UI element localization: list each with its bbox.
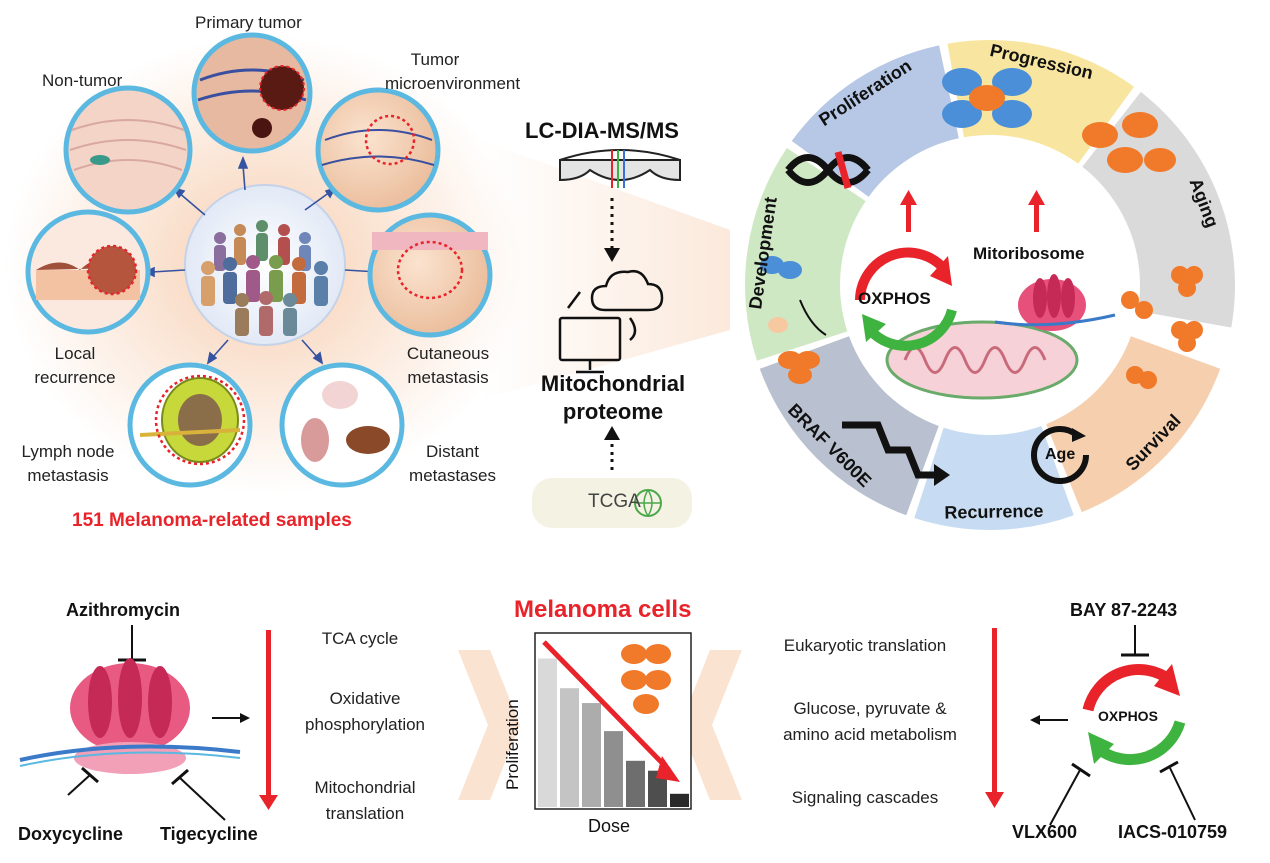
wheel-label-recurrence: Recurrence	[944, 501, 1043, 523]
proteome-label: Mitochondrial proteome	[540, 371, 686, 424]
cloud-icon	[567, 270, 664, 341]
chart-bar-2	[560, 688, 579, 807]
label-distant-metastases: Distant metastases	[409, 442, 496, 485]
oxphos-inhibitor-diagram	[985, 625, 1196, 826]
process-mitochondrial-translation: Mitochondrial translation	[314, 778, 416, 823]
chart-x-label: Dose	[588, 816, 631, 836]
local-recurrence-image	[25, 209, 151, 335]
survival-trend-icon	[842, 421, 938, 479]
oxphos-label: OXPHOS	[858, 289, 931, 308]
chart-bar-6	[648, 770, 667, 807]
drug-azithromycin: Azithromycin	[66, 600, 181, 620]
drug-doxycycline: Doxycycline	[18, 824, 124, 844]
process-signaling-cascades: Signaling cascades	[791, 788, 939, 807]
chart-y-label: Proliferation	[503, 699, 522, 790]
process-tca-cycle: TCA cycle	[321, 629, 399, 648]
process-eukaryotic-translation: Eukaryotic translation	[783, 636, 947, 655]
chart-bar-7	[670, 793, 689, 807]
primary-tumor-image	[191, 32, 313, 154]
chart-bar-3	[582, 703, 601, 807]
age-icon-label: Age	[1045, 446, 1076, 463]
lymph-node-metastasis-image	[127, 362, 253, 488]
mrna-strand	[19, 744, 241, 762]
antibiotic-ribosome-diagram	[19, 625, 278, 821]
decline-arrow	[542, 640, 680, 782]
drug-bay-87-2243: BAY 87-2243	[1070, 600, 1178, 620]
process-oxidative-phosphorylation: Oxidative phosphorylation	[304, 689, 426, 734]
age-icon	[1031, 426, 1089, 484]
cells-progression-icon	[1121, 266, 1203, 389]
cells-recurrence-icon	[760, 256, 827, 384]
drug-vlx600: VLX600	[1012, 822, 1078, 842]
label-cutaneous-metastasis: Cutaneous metastasis	[406, 344, 490, 387]
oxphos-cycle-small-icon	[1082, 664, 1186, 765]
cells-development-icon	[942, 68, 1032, 128]
cutaneous-metastasis-image	[367, 212, 493, 338]
chart-bar-4	[604, 731, 623, 807]
label-non-tumor: Non-tumor	[42, 71, 123, 90]
mitoribosome-label: Mitoribosome	[973, 244, 1085, 263]
wheel-segment-proliferation	[791, 45, 959, 197]
method-label: LC-DIA-MS/MS	[525, 118, 679, 143]
monitor-icon	[558, 316, 622, 374]
dna-icon	[785, 151, 871, 189]
link-beam	[480, 140, 730, 400]
mass-spec-icon	[559, 149, 681, 188]
wheel-segment-survival	[1046, 336, 1221, 513]
label-tumor-microenvironment: Tumor microenvironment	[385, 50, 521, 93]
samples-diagram	[5, 32, 520, 495]
process-glucose-metabolism: Glucose, pyruvate & amino acid metabolis…	[783, 699, 957, 744]
distant-metastases-image	[279, 362, 405, 488]
chevron-left	[458, 650, 520, 800]
dose-response-chart	[534, 632, 692, 810]
samples-caption: 151 Melanoma-related samples	[72, 510, 352, 531]
label-primary-tumor: Primary tumor	[195, 13, 302, 32]
non-tumor-image	[63, 85, 193, 215]
cells-proliferation-icon	[1082, 112, 1176, 173]
patient-crowd-image	[184, 184, 346, 346]
chevrons	[458, 650, 742, 800]
mitochondrion-image	[885, 320, 1079, 400]
chart-bar-5	[626, 760, 645, 807]
label-local-recurrence: Local recurrence	[34, 344, 116, 387]
drug-iacs-010759: IACS-010759	[1118, 822, 1228, 842]
drug-tigecycline: Tigecycline	[160, 824, 258, 844]
oxphos-small-label: OXPHOS	[1098, 708, 1158, 724]
oxphos-cycle-icon	[855, 247, 957, 351]
cells-icon	[621, 644, 671, 714]
mitoribosome-image	[994, 274, 1116, 331]
workflow-diagram	[480, 140, 730, 528]
melanoma-cells-title: Melanoma cells	[514, 596, 692, 623]
chart-bar-1	[538, 658, 557, 807]
label-lymph-node-metastasis: Lymph node metastasis	[21, 442, 115, 485]
tcga-label: TCGA	[588, 491, 641, 512]
tumor-microenvironment-image	[315, 87, 441, 213]
wheel-segment-development	[745, 147, 866, 361]
chevron-right	[680, 650, 742, 800]
upregulation-arrows	[900, 190, 1045, 232]
